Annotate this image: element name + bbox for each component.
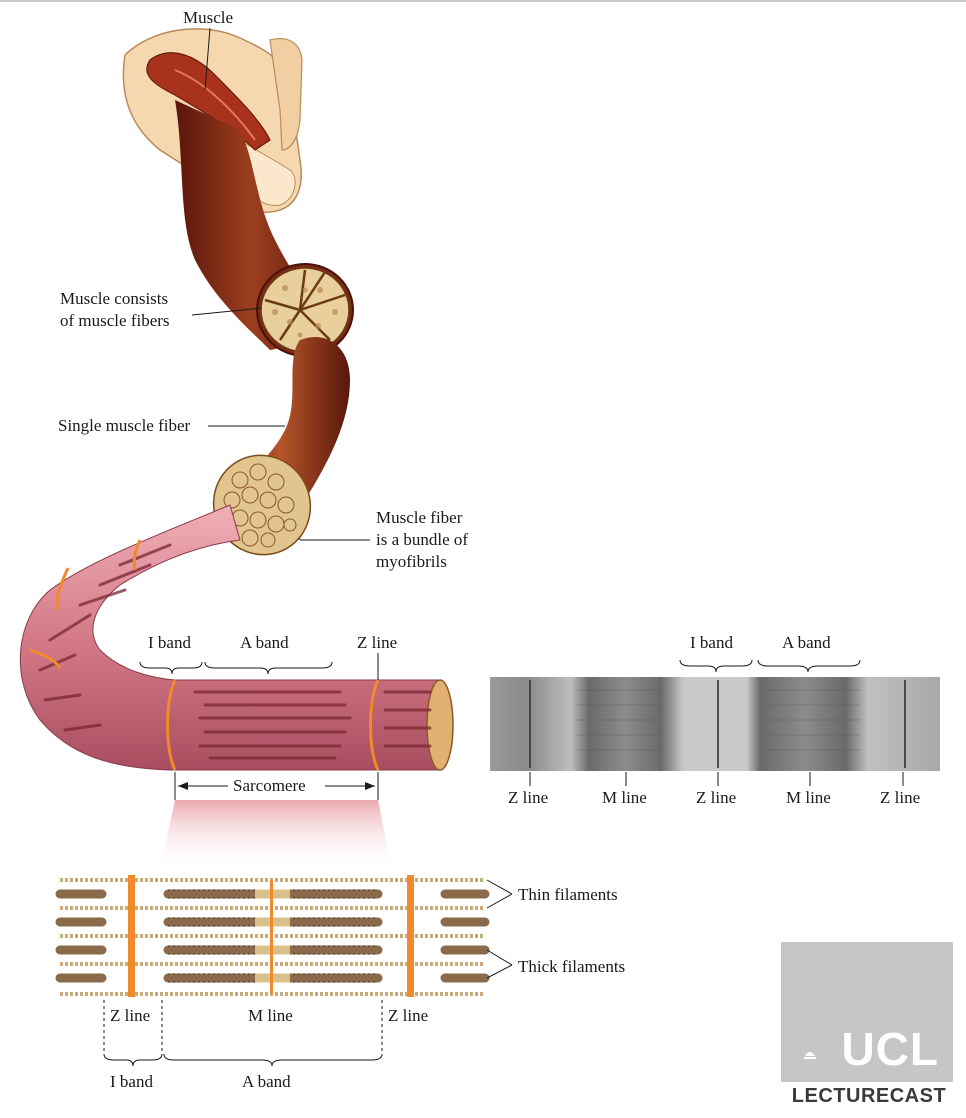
label-thick-filaments: Thick filaments (518, 957, 625, 976)
label-single-fiber: Single muscle fiber (58, 416, 191, 435)
brace-i-band (139, 661, 203, 675)
label-bundle-1: Muscle fiber (376, 508, 463, 527)
z-disc-left (128, 875, 135, 997)
z-disc-right (407, 875, 414, 997)
label-i-band-top: I band (148, 633, 191, 652)
filament-leaders (486, 879, 513, 979)
micro-label-z-line-2: Z line (696, 788, 736, 807)
myofibril-bundle-end (212, 454, 312, 556)
fascicle-cross-section (256, 263, 354, 357)
muscle-tube (175, 100, 354, 357)
label-m-line-bottom: M line (248, 1006, 293, 1025)
label-z-line-top: Z line (357, 633, 397, 652)
label-z-line-bottom-left: Z line (110, 1006, 150, 1025)
ucl-logo: UCL (781, 942, 953, 1082)
label-a-band-top: A band (240, 633, 289, 652)
leader-consists (191, 307, 263, 316)
ucl-dome-icon (803, 1046, 817, 1060)
sarcomere-projection (160, 800, 392, 870)
sarcomere-filament-diagram (55, 875, 490, 997)
brace-a-band-bottom (163, 1053, 383, 1067)
label-i-band-bottom: I band (110, 1072, 153, 1091)
label-a-band-bottom: A band (242, 1072, 291, 1091)
label-z-line-bottom-right: Z line (388, 1006, 428, 1025)
micro-label-z-line-3: Z line (880, 788, 920, 807)
label-bundle-3: myofibrils (376, 552, 447, 571)
micro-brace-a-band (757, 659, 861, 673)
ucl-wordmark: UCL (841, 1023, 939, 1075)
electron-micrograph (490, 677, 940, 771)
label-sarcomere: Sarcomere (233, 776, 306, 795)
micro-label-z-line-1: Z line (508, 788, 548, 807)
micro-label-a-band: A band (782, 633, 831, 652)
sarcomere-indicator: Sarcomere (174, 772, 379, 800)
lecturecast-caption: LECTURECAST (791, 1085, 947, 1107)
label-consists-1: Muscle consists (60, 289, 168, 308)
micro-label-m-line-1: M line (602, 788, 647, 807)
micro-bottom-leaders (529, 772, 904, 786)
micro-brace-i-band (679, 659, 753, 673)
myofibril-tube (19, 504, 454, 771)
m-line-bar (270, 880, 273, 994)
label-bundle-2: is a bundle of (376, 530, 468, 549)
top-border (0, 0, 966, 2)
leader-muscle (204, 27, 211, 91)
single-fiber (210, 336, 350, 556)
label-consists-2: of muscle fibers (60, 311, 170, 330)
micro-label-m-line-2: M line (786, 788, 831, 807)
micro-label-i-band: I band (690, 633, 733, 652)
brace-i-band-bottom (103, 1053, 163, 1067)
brace-a-band (204, 661, 333, 675)
label-thin-filaments: Thin filaments (518, 885, 618, 904)
label-muscle: Muscle (183, 8, 233, 27)
